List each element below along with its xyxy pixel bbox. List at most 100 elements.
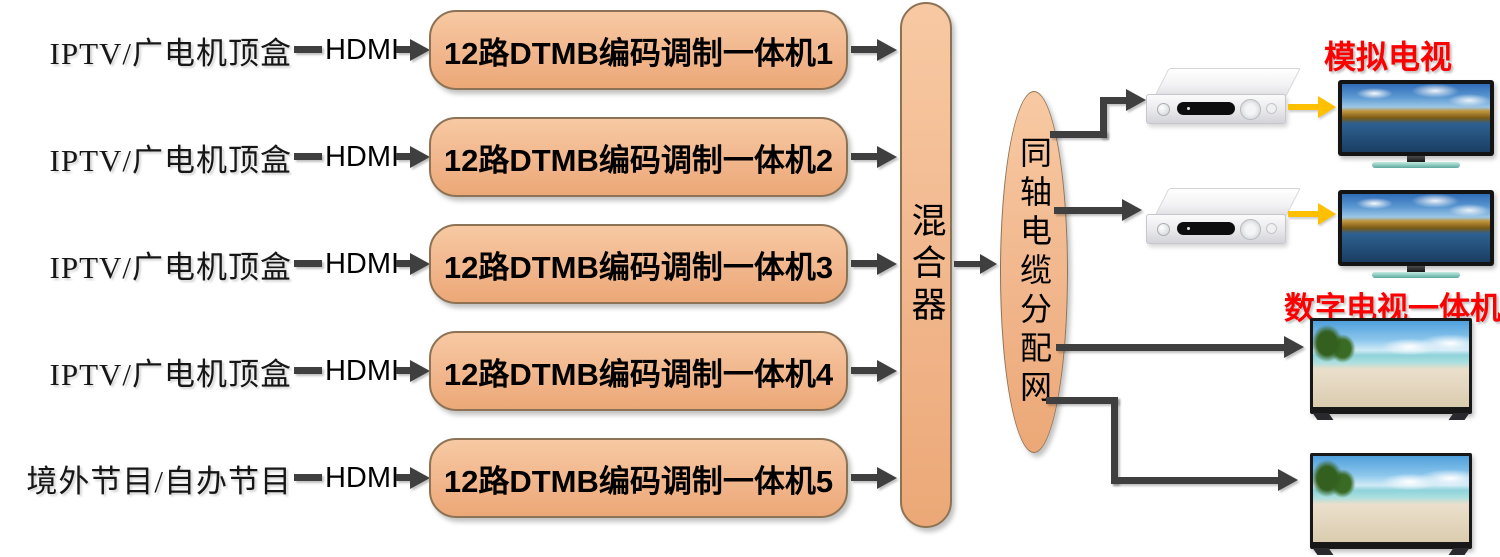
analog-tv-label: 模拟电视 <box>1324 39 1453 75</box>
encoder-row-2: IPTV/广电机顶盒 HDMI 12路DTMB编码调制一体机2 <box>0 117 1500 197</box>
stb-button-icon <box>1266 103 1277 114</box>
elbow-arrow-segment <box>1100 97 1107 138</box>
set-top-box-2 <box>1146 188 1301 244</box>
tv-foot <box>1312 548 1334 555</box>
digital-tv-1 <box>1310 318 1472 420</box>
arrow-line <box>396 153 411 160</box>
dpad-icon <box>1240 99 1261 120</box>
encoder-row-1: IPTV/广电机顶盒 HDMI 12路DTMB编码调制一体机1 <box>0 10 1500 90</box>
connector-line <box>294 260 322 267</box>
tv-foot <box>1448 413 1470 420</box>
encoder-row-5: 境外节目/自办节目 HDMI 12路DTMB编码调制一体机5 <box>0 438 1500 518</box>
arrow-line <box>851 474 877 481</box>
encoder-node: 12路DTMB编码调制一体机1 <box>429 10 848 90</box>
tv-screen <box>1342 194 1490 262</box>
tv-screen <box>1342 84 1490 152</box>
tv-stand-base <box>1372 272 1460 278</box>
arrow-line <box>851 260 877 267</box>
arrow-line <box>396 474 411 481</box>
arrow-line <box>851 153 877 160</box>
stb-front-panel <box>1146 94 1286 124</box>
arrow-line <box>1054 207 1122 214</box>
stb-display <box>1177 222 1235 235</box>
arrow-right-icon <box>877 146 897 168</box>
power-button-icon <box>1157 103 1170 116</box>
arrow-right-icon <box>877 253 897 275</box>
arrow-right-icon <box>877 39 897 61</box>
connector-line <box>294 153 322 160</box>
tv-bezel <box>1310 318 1472 414</box>
encoder-row-4: IPTV/广电机顶盒 HDMI 12路DTMB编码调制一体机4 <box>0 331 1500 411</box>
mixer-node: 混合器 <box>900 2 952 528</box>
elbow-arrow-segment <box>1111 397 1118 484</box>
tv-stand-base <box>1372 162 1460 168</box>
arrow-line <box>1056 344 1284 351</box>
source-label: IPTV/广电机顶盒 <box>49 249 292 285</box>
tv-foot <box>1312 413 1334 420</box>
tv-foot <box>1448 548 1470 555</box>
tv-screen <box>1313 321 1469 407</box>
yellow-arrow-line <box>1288 211 1318 217</box>
encoder-node: 12路DTMB编码调制一体机4 <box>429 331 848 411</box>
encoder-row-3: IPTV/广电机顶盒 HDMI 12路DTMB编码调制一体机3 <box>0 224 1500 304</box>
connector-line <box>294 367 322 374</box>
source-label: 境外节目/自办节目 <box>26 463 292 499</box>
arrow-right-icon <box>1126 89 1146 111</box>
hdmi-label: HDMI <box>324 461 400 494</box>
analog-tv-1 <box>1338 80 1494 168</box>
hdmi-label: HDMI <box>324 33 400 66</box>
tv-stand-neck <box>1407 266 1425 273</box>
yellow-arrow-right-icon <box>1318 96 1336 118</box>
arrow-right-icon <box>410 253 430 275</box>
elbow-arrow-segment <box>1046 397 1118 404</box>
arrow-right-icon <box>410 146 430 168</box>
stb-top-panel <box>1154 68 1301 97</box>
arrow-right-icon <box>1122 199 1142 221</box>
arrow-line <box>396 367 411 374</box>
mixer-label: 混合器 <box>906 202 946 328</box>
source-label: IPTV/广电机顶盒 <box>49 35 292 71</box>
hdmi-label: HDMI <box>324 354 400 387</box>
tv-bezel <box>1310 453 1472 549</box>
arrow-right-icon <box>877 360 897 382</box>
hdmi-label: HDMI <box>324 247 400 280</box>
dpad-icon <box>1240 219 1261 240</box>
encoder-node: 12路DTMB编码调制一体机5 <box>429 438 848 518</box>
tv-stand-neck <box>1407 156 1425 163</box>
arrow-line <box>396 46 411 53</box>
stb-button-icon <box>1266 223 1277 234</box>
elbow-arrow-segment <box>1050 131 1107 138</box>
arrow-line <box>851 367 877 374</box>
arrow-line <box>396 260 411 267</box>
arrow-right-icon <box>410 39 430 61</box>
arrow-right-icon <box>1284 336 1304 358</box>
arrow-right-icon <box>410 467 430 489</box>
arrow-line <box>954 261 980 267</box>
elbow-arrow-segment <box>1111 477 1278 484</box>
arrow-right-icon <box>410 360 430 382</box>
yellow-arrow-line <box>1288 104 1318 110</box>
hdmi-label: HDMI <box>324 140 400 173</box>
elbow-arrow-segment <box>1107 97 1126 104</box>
tv-bezel <box>1338 190 1494 266</box>
digital-tv-2 <box>1310 453 1472 555</box>
arrow-right-icon <box>877 467 897 489</box>
encoder-node: 12路DTMB编码调制一体机2 <box>429 117 848 197</box>
tv-screen <box>1313 456 1469 542</box>
tv-bezel <box>1338 80 1494 156</box>
stb-top-panel <box>1154 188 1301 217</box>
set-top-box-1 <box>1146 68 1301 124</box>
arrow-right-icon <box>1278 469 1298 491</box>
arrow-right-icon <box>980 254 997 274</box>
power-button-icon <box>1157 223 1170 236</box>
coax-distribution-label: 同轴电缆分配网 <box>1016 135 1052 409</box>
source-label: IPTV/广电机顶盒 <box>49 142 292 178</box>
source-label: IPTV/广电机顶盒 <box>49 356 292 392</box>
connector-line <box>294 46 322 53</box>
analog-tv-2 <box>1338 190 1494 278</box>
arrow-line <box>851 46 877 53</box>
coax-distribution-node: 同轴电缆分配网 <box>1000 91 1068 453</box>
connector-line <box>294 474 322 481</box>
stb-display <box>1177 102 1235 115</box>
